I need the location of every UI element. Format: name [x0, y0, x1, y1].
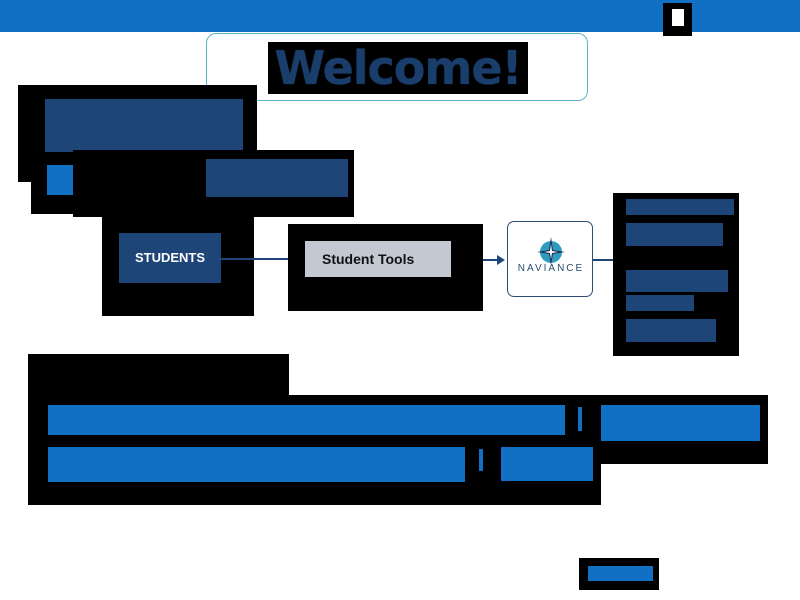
naviance-wordmark: NAVIANCE	[517, 263, 585, 274]
redacted-link-bar[interactable]	[501, 447, 593, 481]
compass-star-icon	[537, 237, 565, 265]
page-title: Welcome!	[268, 42, 528, 94]
separator	[479, 449, 483, 471]
student-tools-button[interactable]: Student Tools	[305, 241, 451, 277]
redacted-navy-bar	[45, 99, 243, 152]
option-bar[interactable]	[626, 223, 723, 246]
redacted-button[interactable]	[588, 566, 653, 581]
close-button[interactable]	[663, 3, 692, 36]
option-bar[interactable]	[626, 199, 734, 215]
flow-arrow	[593, 259, 615, 261]
redacted-link-bar[interactable]	[601, 405, 760, 441]
option-bar[interactable]	[626, 295, 694, 311]
close-icon	[672, 9, 684, 26]
option-bar[interactable]	[626, 270, 728, 292]
option-bar[interactable]	[626, 319, 716, 342]
naviance-logo[interactable]: NAVIANCE	[507, 221, 593, 297]
flow-arrow	[221, 258, 297, 260]
redacted-blue-tab[interactable]	[47, 165, 77, 195]
arrowhead-icon	[497, 255, 505, 265]
redacted-heading	[28, 354, 289, 402]
flow-arrow	[483, 259, 499, 261]
separator	[578, 407, 582, 431]
redacted-link-bar[interactable]	[48, 405, 565, 435]
students-button[interactable]: STUDENTS	[119, 233, 221, 283]
redacted-navy-bar	[206, 159, 348, 197]
redacted-link-bar[interactable]	[48, 447, 465, 482]
